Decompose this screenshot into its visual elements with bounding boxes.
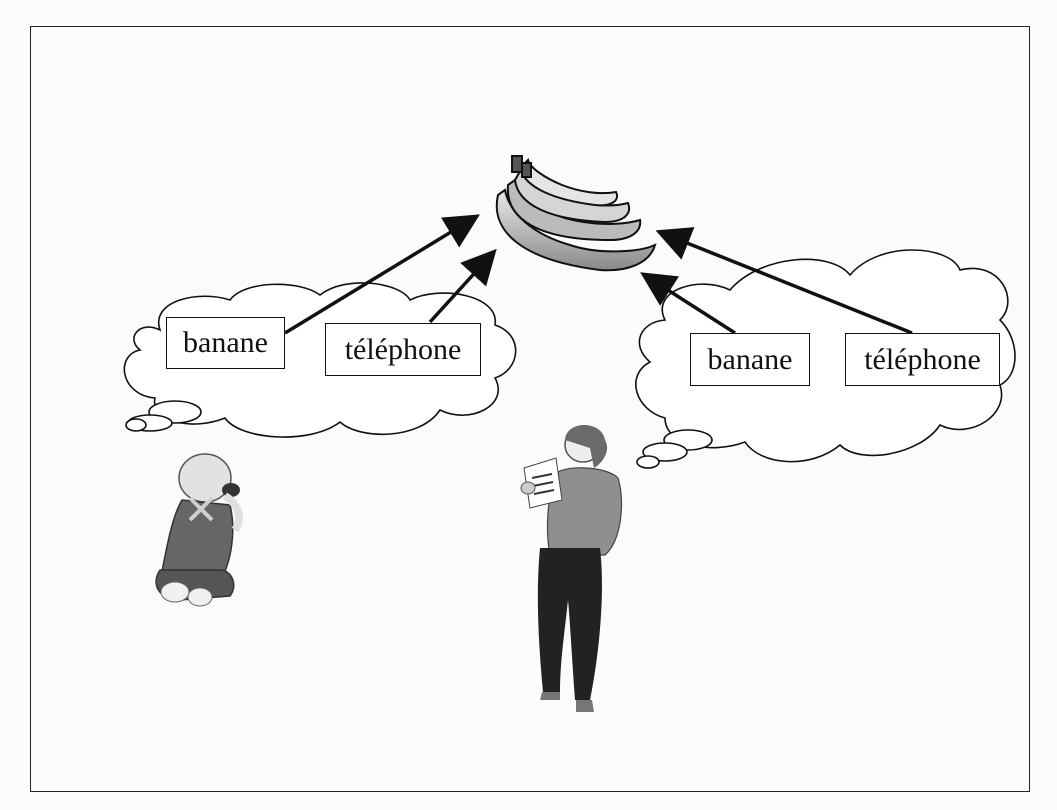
arrow-adult-telephone bbox=[655, 227, 913, 335]
baby-word-banane: banane bbox=[166, 317, 285, 369]
diagram-frame bbox=[30, 26, 1030, 792]
woman-reading-figure bbox=[520, 425, 623, 712]
arrow-adult-banane bbox=[640, 272, 736, 335]
arrow-baby-telephone bbox=[428, 248, 497, 324]
arrow-baby-banane bbox=[284, 214, 480, 335]
adult-word-telephone: téléphone bbox=[845, 333, 1000, 386]
baby-word-telephone: téléphone bbox=[325, 323, 481, 376]
adult-word-banane: banane bbox=[690, 333, 810, 386]
bananas-icon bbox=[495, 155, 657, 272]
adult-thought-cloud bbox=[635, 249, 1016, 469]
baby-with-phone-figure bbox=[155, 453, 243, 607]
reference-arrows bbox=[284, 214, 913, 335]
